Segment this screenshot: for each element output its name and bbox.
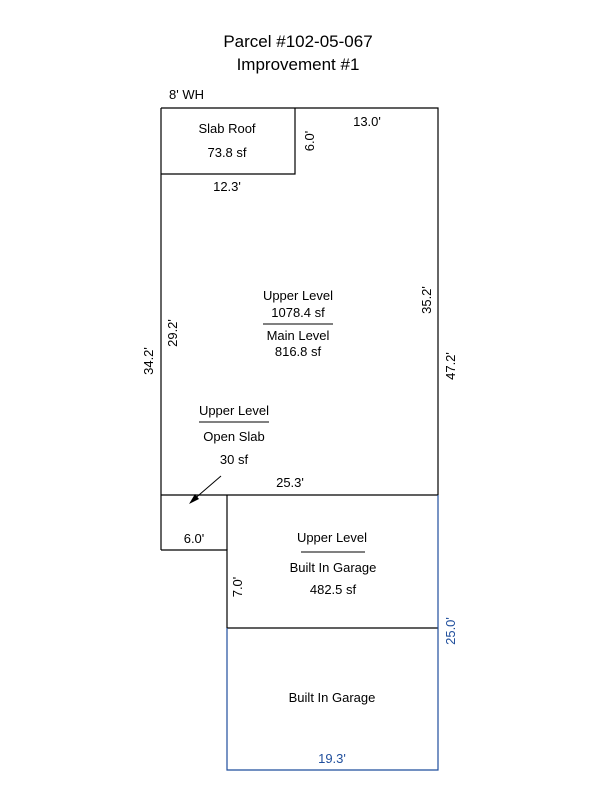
slab-roof-area: 73.8 sf bbox=[207, 145, 246, 160]
dim-slab-height: 6.0' bbox=[302, 131, 317, 152]
main-lower-label: Main Level bbox=[267, 328, 330, 343]
dim-right-upper: 35.2' bbox=[419, 286, 434, 314]
slab-roof-outline bbox=[161, 108, 296, 175]
main-lower-area: 816.8 sf bbox=[275, 344, 322, 359]
dim-notch-width: 6.0' bbox=[184, 531, 205, 546]
garage-upper-area: 482.5 sf bbox=[310, 582, 357, 597]
building-outline bbox=[160, 107, 439, 629]
open-slab-area: 30 sf bbox=[220, 452, 249, 467]
dim-main-left: 29.2' bbox=[165, 319, 180, 347]
main-outline-top-right bbox=[161, 107, 439, 495]
notch-outline bbox=[161, 549, 228, 628]
garage-upper-label: Upper Level bbox=[297, 530, 367, 545]
dim-left-total: 34.2' bbox=[141, 347, 156, 375]
main-upper-area: 1078.4 sf bbox=[271, 305, 325, 320]
garage-upper-lower-label: Built In Garage bbox=[290, 560, 377, 575]
garage-label: Built In Garage bbox=[289, 690, 376, 705]
dim-garage-left: 7.0' bbox=[230, 577, 245, 598]
open-slab-lower-label: Open Slab bbox=[203, 429, 264, 444]
dim-slab-width: 12.3' bbox=[213, 179, 241, 194]
wh-annotation: 8' WH bbox=[169, 87, 204, 102]
dim-top-right: 13.0' bbox=[353, 114, 381, 129]
improvement-title: Improvement #1 bbox=[237, 55, 360, 74]
dim-right-total: 47.2' bbox=[443, 352, 458, 380]
open-slab-upper-label: Upper Level bbox=[199, 403, 269, 418]
slab-roof-label: Slab Roof bbox=[198, 121, 255, 136]
dim-garage-right: 25.0' bbox=[443, 617, 458, 645]
dim-mid-width: 25.3' bbox=[276, 475, 304, 490]
arrow-head-icon bbox=[189, 494, 199, 504]
main-upper-label: Upper Level bbox=[263, 288, 333, 303]
garage-outline-path bbox=[226, 495, 439, 771]
parcel-title: Parcel #102-05-067 bbox=[223, 32, 372, 51]
garage-outline bbox=[226, 495, 439, 771]
dim-garage-bottom: 19.3' bbox=[318, 751, 346, 766]
